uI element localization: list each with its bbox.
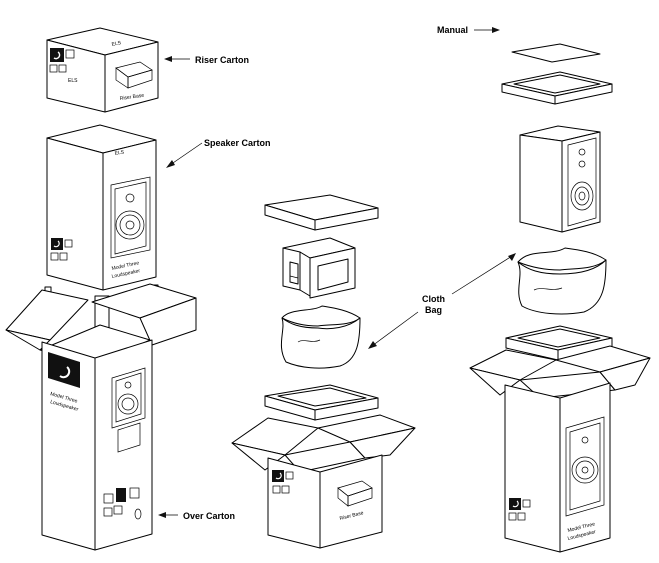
manual-label: Manual bbox=[437, 25, 468, 35]
over-carton-label: Over Carton bbox=[183, 511, 235, 521]
speaker-carton-open-logo-icon bbox=[509, 498, 521, 510]
speaker-carton-logo-icon bbox=[51, 238, 63, 250]
speaker-packing-tray-top bbox=[501, 71, 613, 105]
speaker-carton-open: Model Three Loudspeaker bbox=[469, 345, 651, 553]
over-carton-speaker-icon bbox=[111, 367, 146, 453]
riser-carton: ELS ELS Riser Base bbox=[46, 27, 159, 113]
riser-carton-top-logo: ELS bbox=[111, 40, 122, 48]
loudspeaker bbox=[519, 125, 601, 233]
speaker-carton-model-line2: Loudspeaker bbox=[111, 268, 141, 280]
riser-carton-logo-text: ELS bbox=[68, 78, 78, 84]
riser-carton-lid bbox=[264, 194, 379, 231]
over-carton: Model Three Loudspeaker bbox=[5, 283, 197, 551]
speaker-carton-logo: ELS bbox=[114, 149, 125, 157]
riser-stand-icon bbox=[115, 61, 153, 89]
over-carton-logo-icon bbox=[48, 352, 80, 388]
speaker-carton-open-speaker-icon bbox=[565, 416, 605, 517]
over-carton-bottom-marks bbox=[103, 487, 142, 520]
speaker-packing-tray-bottom bbox=[505, 325, 613, 361]
manual-sheet bbox=[511, 43, 601, 63]
cloth-bag-right bbox=[517, 247, 607, 315]
riser-carton-logo-icon bbox=[50, 48, 64, 62]
cloth-bag-middle bbox=[280, 305, 361, 369]
speaker-carton-label: Speaker Carton bbox=[204, 138, 271, 148]
riser-carton-open: Riser Base bbox=[231, 414, 416, 549]
cloth-bag-label-line1: Cloth bbox=[422, 294, 445, 304]
cloth-bag-label-line2: Bag bbox=[425, 305, 442, 315]
riser-carton-open-stand-icon bbox=[337, 480, 373, 507]
riser-packing-tray bbox=[264, 384, 379, 421]
riser-carton-open-side-text: Riser Base bbox=[339, 510, 364, 522]
speaker-carton-model-line1: Model Three bbox=[111, 260, 140, 272]
riser-carton-label: Riser Carton bbox=[195, 55, 249, 65]
speaker-carton-speaker-icon bbox=[110, 176, 151, 259]
riser-carton-side-text: Riser Base bbox=[119, 93, 144, 102]
riser-stand bbox=[282, 237, 356, 299]
speaker-carton: ELS Model Three Loudspeaker bbox=[46, 124, 157, 291]
riser-carton-open-logo-icon bbox=[272, 470, 284, 482]
